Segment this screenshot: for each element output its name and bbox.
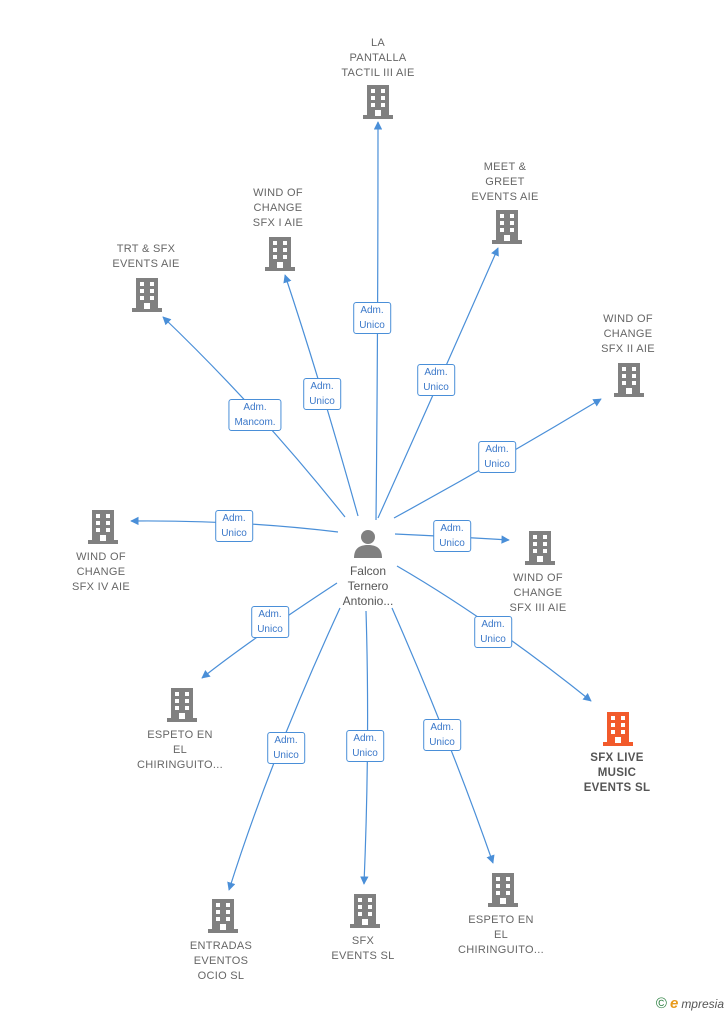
relation-badge-sfx-events: Adm. Unico [346,730,384,762]
person-name-label[interactable]: Falcon Ternero Antonio... [342,564,394,608]
building-icon-la-pantalla[interactable] [363,85,393,119]
building-icon-trt-sfx[interactable] [132,278,162,312]
relation-badge-trt-sfx: Adm. Mancom. [228,399,282,431]
company-label-sfx-live[interactable]: SFX LIVE MUSIC EVENTS SL [583,752,651,794]
building-icon-wind-sfx-iv[interactable] [88,510,118,544]
building-icon-entradas[interactable] [208,899,238,933]
relation-badge-meet-greet: Adm. Unico [417,364,455,396]
building-icon-wind-sfx-i[interactable] [265,237,295,271]
company-label-espeto-1[interactable]: ESPETO EN EL CHIRINGUITO... [137,729,223,771]
company-label-trt-sfx[interactable]: TRT & SFX EVENTS AIE [112,243,180,270]
building-icon-sfx-live[interactable] [603,712,633,746]
building-icon-meet-greet[interactable] [492,210,522,244]
company-label-wind-sfx-iv[interactable]: WIND OF CHANGE SFX IV AIE [71,551,131,593]
relation-badge-wind-sfx-ii: Adm. Unico [478,441,516,473]
relation-badge-espeto-2: Adm. Unico [423,719,461,751]
company-label-wind-sfx-iii[interactable]: WIND OF CHANGE SFX III AIE [509,572,567,614]
relation-badge-la-pantalla: Adm. Unico [353,302,391,334]
person-icon[interactable] [354,530,382,558]
relation-badge-espeto-1: Adm. Unico [251,606,289,638]
company-label-meet-greet[interactable]: MEET & GREET EVENTS AIE [471,161,539,203]
relation-badge-wind-sfx-i: Adm. Unico [303,378,341,410]
company-label-wind-sfx-i[interactable]: WIND OF CHANGE SFX I AIE [252,187,304,229]
building-icon-wind-sfx-ii[interactable] [614,363,644,397]
company-label-entradas[interactable]: ENTRADAS EVENTOS OCIO SL [189,940,253,982]
brand-logo-initial: e [669,995,679,1012]
relation-badge-sfx-live: Adm. Unico [474,616,512,648]
building-icon-sfx-events[interactable] [350,894,380,928]
copyright-icon: © [655,995,667,1012]
company-label-wind-sfx-ii[interactable]: WIND OF CHANGE SFX II AIE [601,313,655,355]
building-icon-espeto-2[interactable] [488,873,518,907]
relation-badge-entradas: Adm. Unico [267,732,305,764]
company-label-espeto-2[interactable]: ESPETO EN EL CHIRINGUITO... [458,914,544,956]
brand-logo-text: mpresia [681,996,724,1011]
company-label-sfx-events[interactable]: SFX EVENTS SL [331,935,395,962]
relation-badge-wind-sfx-iii: Adm. Unico [433,520,471,552]
building-icon-wind-sfx-iii[interactable] [525,531,555,565]
relation-badge-wind-sfx-iv: Adm. Unico [215,510,253,542]
building-icon-espeto-1[interactable] [167,688,197,722]
company-label-la-pantalla[interactable]: LA PANTALLA TACTIL III AIE [341,37,415,79]
